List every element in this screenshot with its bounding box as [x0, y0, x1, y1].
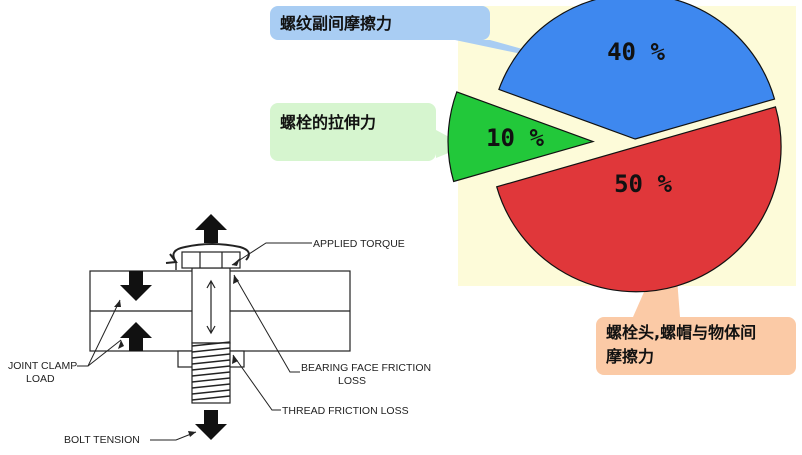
leader-applied-torque	[231, 242, 312, 266]
callout-bolt-tension: 螺栓的拉伸力	[270, 103, 436, 161]
callout-head-nut-friction-line2: 摩擦力	[606, 347, 655, 366]
clamp-arrow-up	[120, 322, 152, 351]
label-bearing-face-1: BEARING FACE FRICTION	[301, 362, 431, 374]
label-joint-clamp-2: LOAD	[26, 373, 55, 385]
pie-slice-head-nut-friction	[495, 106, 782, 293]
label-applied-torque: APPLIED TORQUE	[313, 238, 405, 250]
callout-thread-friction: 螺纹副间摩擦力	[270, 6, 490, 40]
pie-chart	[447, 0, 782, 293]
bolt-joint-diagram	[89, 243, 351, 404]
torque-arc	[172, 243, 250, 263]
bottom-tension-arrow	[195, 410, 227, 440]
leader-clamp-upper	[77, 299, 121, 367]
leader-bearing-face	[233, 274, 300, 373]
leader-lines	[77, 242, 312, 441]
top-tension-arrow	[195, 214, 227, 243]
leader-thread-loss	[232, 354, 281, 411]
pie-value-thread: 40 %	[607, 38, 665, 66]
callout-head-nut-friction: 螺栓头,螺帽与物体间 摩擦力	[596, 317, 796, 375]
pie-slice-bolt-tension	[447, 91, 595, 183]
torque-arc-arrowhead	[165, 253, 178, 264]
pie-value-head: 50 %	[614, 170, 672, 198]
thread-hatching	[191, 341, 231, 401]
pie-slice-thread-friction	[498, 0, 776, 140]
callout-thread-friction-text: 螺纹副间摩擦力	[280, 14, 393, 33]
callout-bolt-tension-text: 螺栓的拉伸力	[280, 113, 377, 132]
callout-head-nut-friction-line1: 螺栓头,螺帽与物体间	[606, 323, 757, 342]
clamp-arrow-down	[120, 271, 152, 301]
bolt-head	[181, 251, 241, 269]
label-joint-clamp-1: JOINT CLAMP	[8, 360, 77, 372]
load-arrows	[120, 214, 227, 440]
label-bolt-tension: BOLT TENSION	[64, 434, 140, 446]
label-thread-loss: THREAD FRICTION LOSS	[282, 405, 409, 417]
pie-value-tension: 10 %	[486, 124, 544, 152]
label-bearing-face-2: LOSS	[338, 375, 366, 387]
